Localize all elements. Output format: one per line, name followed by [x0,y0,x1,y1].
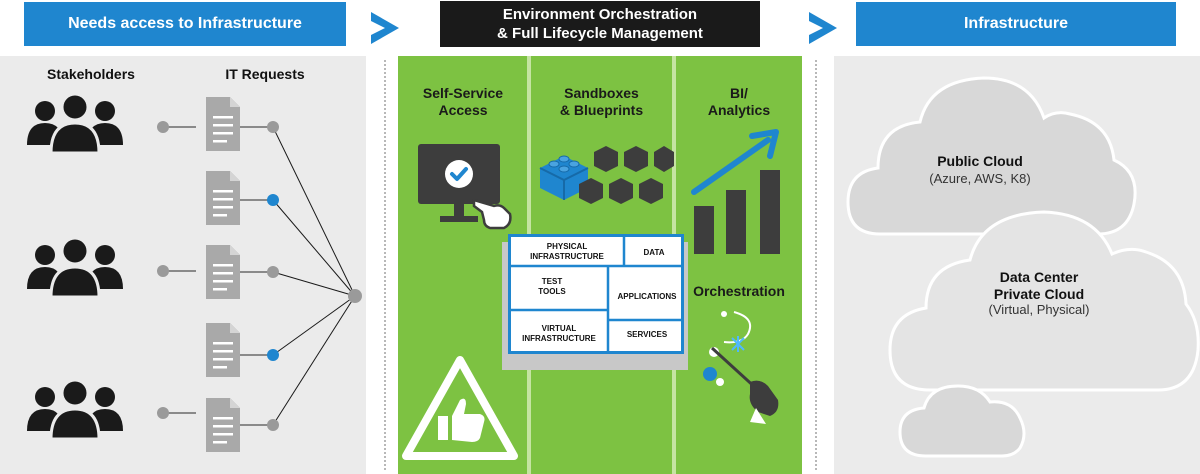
public-cloud-title: Public Cloud [937,153,1023,169]
grid-test-line2: TOOLS [538,287,566,296]
grid-virtual-infrastructure: VIRTUAL INFRASTRUCTURE [512,324,606,344]
data-center-title: Data Center Private Cloud [944,269,1134,303]
sandboxes-line2: & Blueprints [559,102,644,118]
bi-analytics-title: BI/ Analytics [676,85,802,119]
document-icon [206,398,240,452]
document-icon [206,171,240,225]
self-service-line2: Access [438,102,488,118]
grid-data: DATA [643,248,665,257]
grid-services: SERVICES [626,330,668,339]
conductor-baton-icon [703,311,779,424]
chevron-right-icon [809,12,837,44]
cloud-icon [888,210,1200,392]
data-center-line2: Private Cloud [993,286,1085,302]
document-icon [206,97,240,151]
environment-grid-lines [508,234,684,354]
it-requests-title: IT Requests [225,66,305,82]
bar-chart-trend-icon [691,129,780,254]
grid-physical-infrastructure: PHYSICAL INFRASTRUCTURE [512,242,622,262]
data-center-subtitle: (Virtual, Physical) [988,302,1090,317]
document-icon [206,245,240,299]
divider [815,60,817,470]
grid-virtual-line1: VIRTUAL [541,324,577,333]
people-group-icon [25,378,125,441]
environment-grid [508,234,684,354]
stakeholder-request-network [25,92,362,452]
pointing-hand-icon [472,198,512,230]
divider [384,60,386,470]
orchestration-header: Environment Orchestration & Full Lifecyc… [440,1,760,47]
data-center-line1: Data Center [999,269,1079,285]
sandboxes-title: Sandboxes & Blueprints [531,85,672,119]
grid-physical-line1: PHYSICAL [546,242,588,251]
people-group-icon [25,236,125,299]
orchestration-header-line2: & Full Lifecycle Management [497,25,703,42]
orchestration-title: Orchestration [693,283,785,299]
needs-access-header: Needs access to Infrastructure [24,2,346,46]
sandboxes-line1: Sandboxes [564,85,639,101]
grid-virtual-line2: INFRASTRUCTURE [522,334,596,343]
grid-test-line1: TEST [541,277,563,286]
bi-line1: BI/ [730,85,748,101]
thumbs-up-warning-icon [402,356,518,460]
cloud-icon [898,384,1026,458]
public-cloud-subtitle: (Azure, AWS, K8) [929,171,1031,186]
cloud-icon [846,76,1137,236]
grid-applications: APPLICATIONS [617,292,677,301]
cloud-group [846,76,1200,458]
monitor-check-icon [418,144,500,222]
hexagon-icon [579,146,674,204]
infrastructure-header: Infrastructure [856,2,1176,46]
orchestration-header-line1: Environment Orchestration [502,6,698,23]
lego-block-icon [539,155,589,200]
self-service-title: Self-Service Access [398,85,528,119]
document-icon [206,323,240,377]
people-group-icon [25,92,125,155]
stakeholders-title: Stakeholders [47,66,135,82]
bi-line2: Analytics [707,102,771,118]
self-service-line1: Self-Service [422,85,504,101]
grid-test-tools: TEST TOOLS [512,277,592,297]
chevron-right-icon [371,12,399,44]
grid-physical-line2: INFRASTRUCTURE [530,252,604,261]
